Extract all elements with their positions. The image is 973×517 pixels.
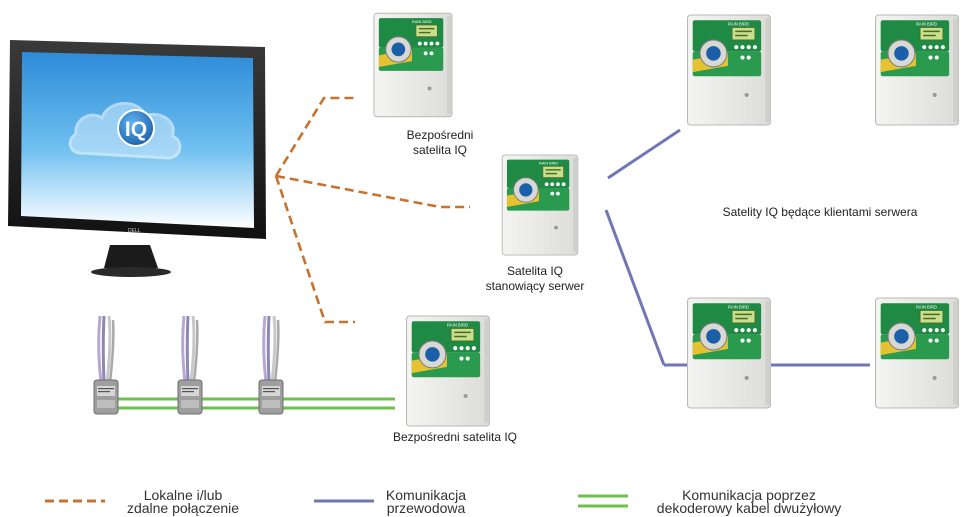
controller-direct-bottom [405,315,491,427]
controller-client-bottom-right [874,297,960,409]
legend-wired: Komunikacja przewodowa [366,487,486,516]
legend-local-remote: Lokalne i/lub zdalne połączenie [108,487,258,516]
blue-link-top-client [607,128,681,180]
orange-link-bottom [274,175,355,324]
legend-line: zdalne połączenie [126,500,240,516]
computer-monitor: DELL IQ [8,40,266,277]
monitor-brand: DELL [128,228,141,234]
decoder-1 [92,316,120,416]
legend-line: dekoderowy kabel dwużyłowy [656,500,842,516]
legend-line: przewodowa [386,500,466,516]
legend-line: Komunikacja [385,487,467,503]
iq-logo-text: IQ [125,118,147,141]
orange-link-server [275,174,470,209]
decoder-cable [110,397,395,410]
controller-client-bottom-left [686,297,772,409]
label-server-satellite: Satelita IQ stanowiący serwer [470,264,600,294]
controller-direct-top [373,12,453,118]
label-direct-satellite-top: Bezpośredni satelita IQ [380,128,500,158]
blue-link-bottom-client [604,209,666,366]
orange-link-top [274,96,354,177]
legend-line: Komunikacja poprzez [682,487,816,503]
label-line: Satelita IQ [506,264,564,278]
decoder-3 [257,316,285,416]
controller-client-top-left [686,14,772,126]
label-line: satelita IQ [412,143,468,157]
decoder-2 [176,316,204,416]
monitor-stand [104,245,158,268]
controller-server [501,154,579,256]
label-line: stanowiący serwer [485,279,585,293]
iq-logo-icon [117,109,155,147]
local-remote-connections [274,96,470,324]
label-client-satellites: Satelity IQ będące klientami serwera [722,205,918,219]
legend-decoder: Komunikacja poprzez dekoderowy kabel dwu… [634,487,864,516]
label-direct-satellite-bottom: Bezpośredni satelita IQ [392,430,518,444]
legend-line: Lokalne i/lub [143,487,223,503]
controller-client-top-right [874,14,960,126]
label-line: Bezpośredni [406,128,474,142]
